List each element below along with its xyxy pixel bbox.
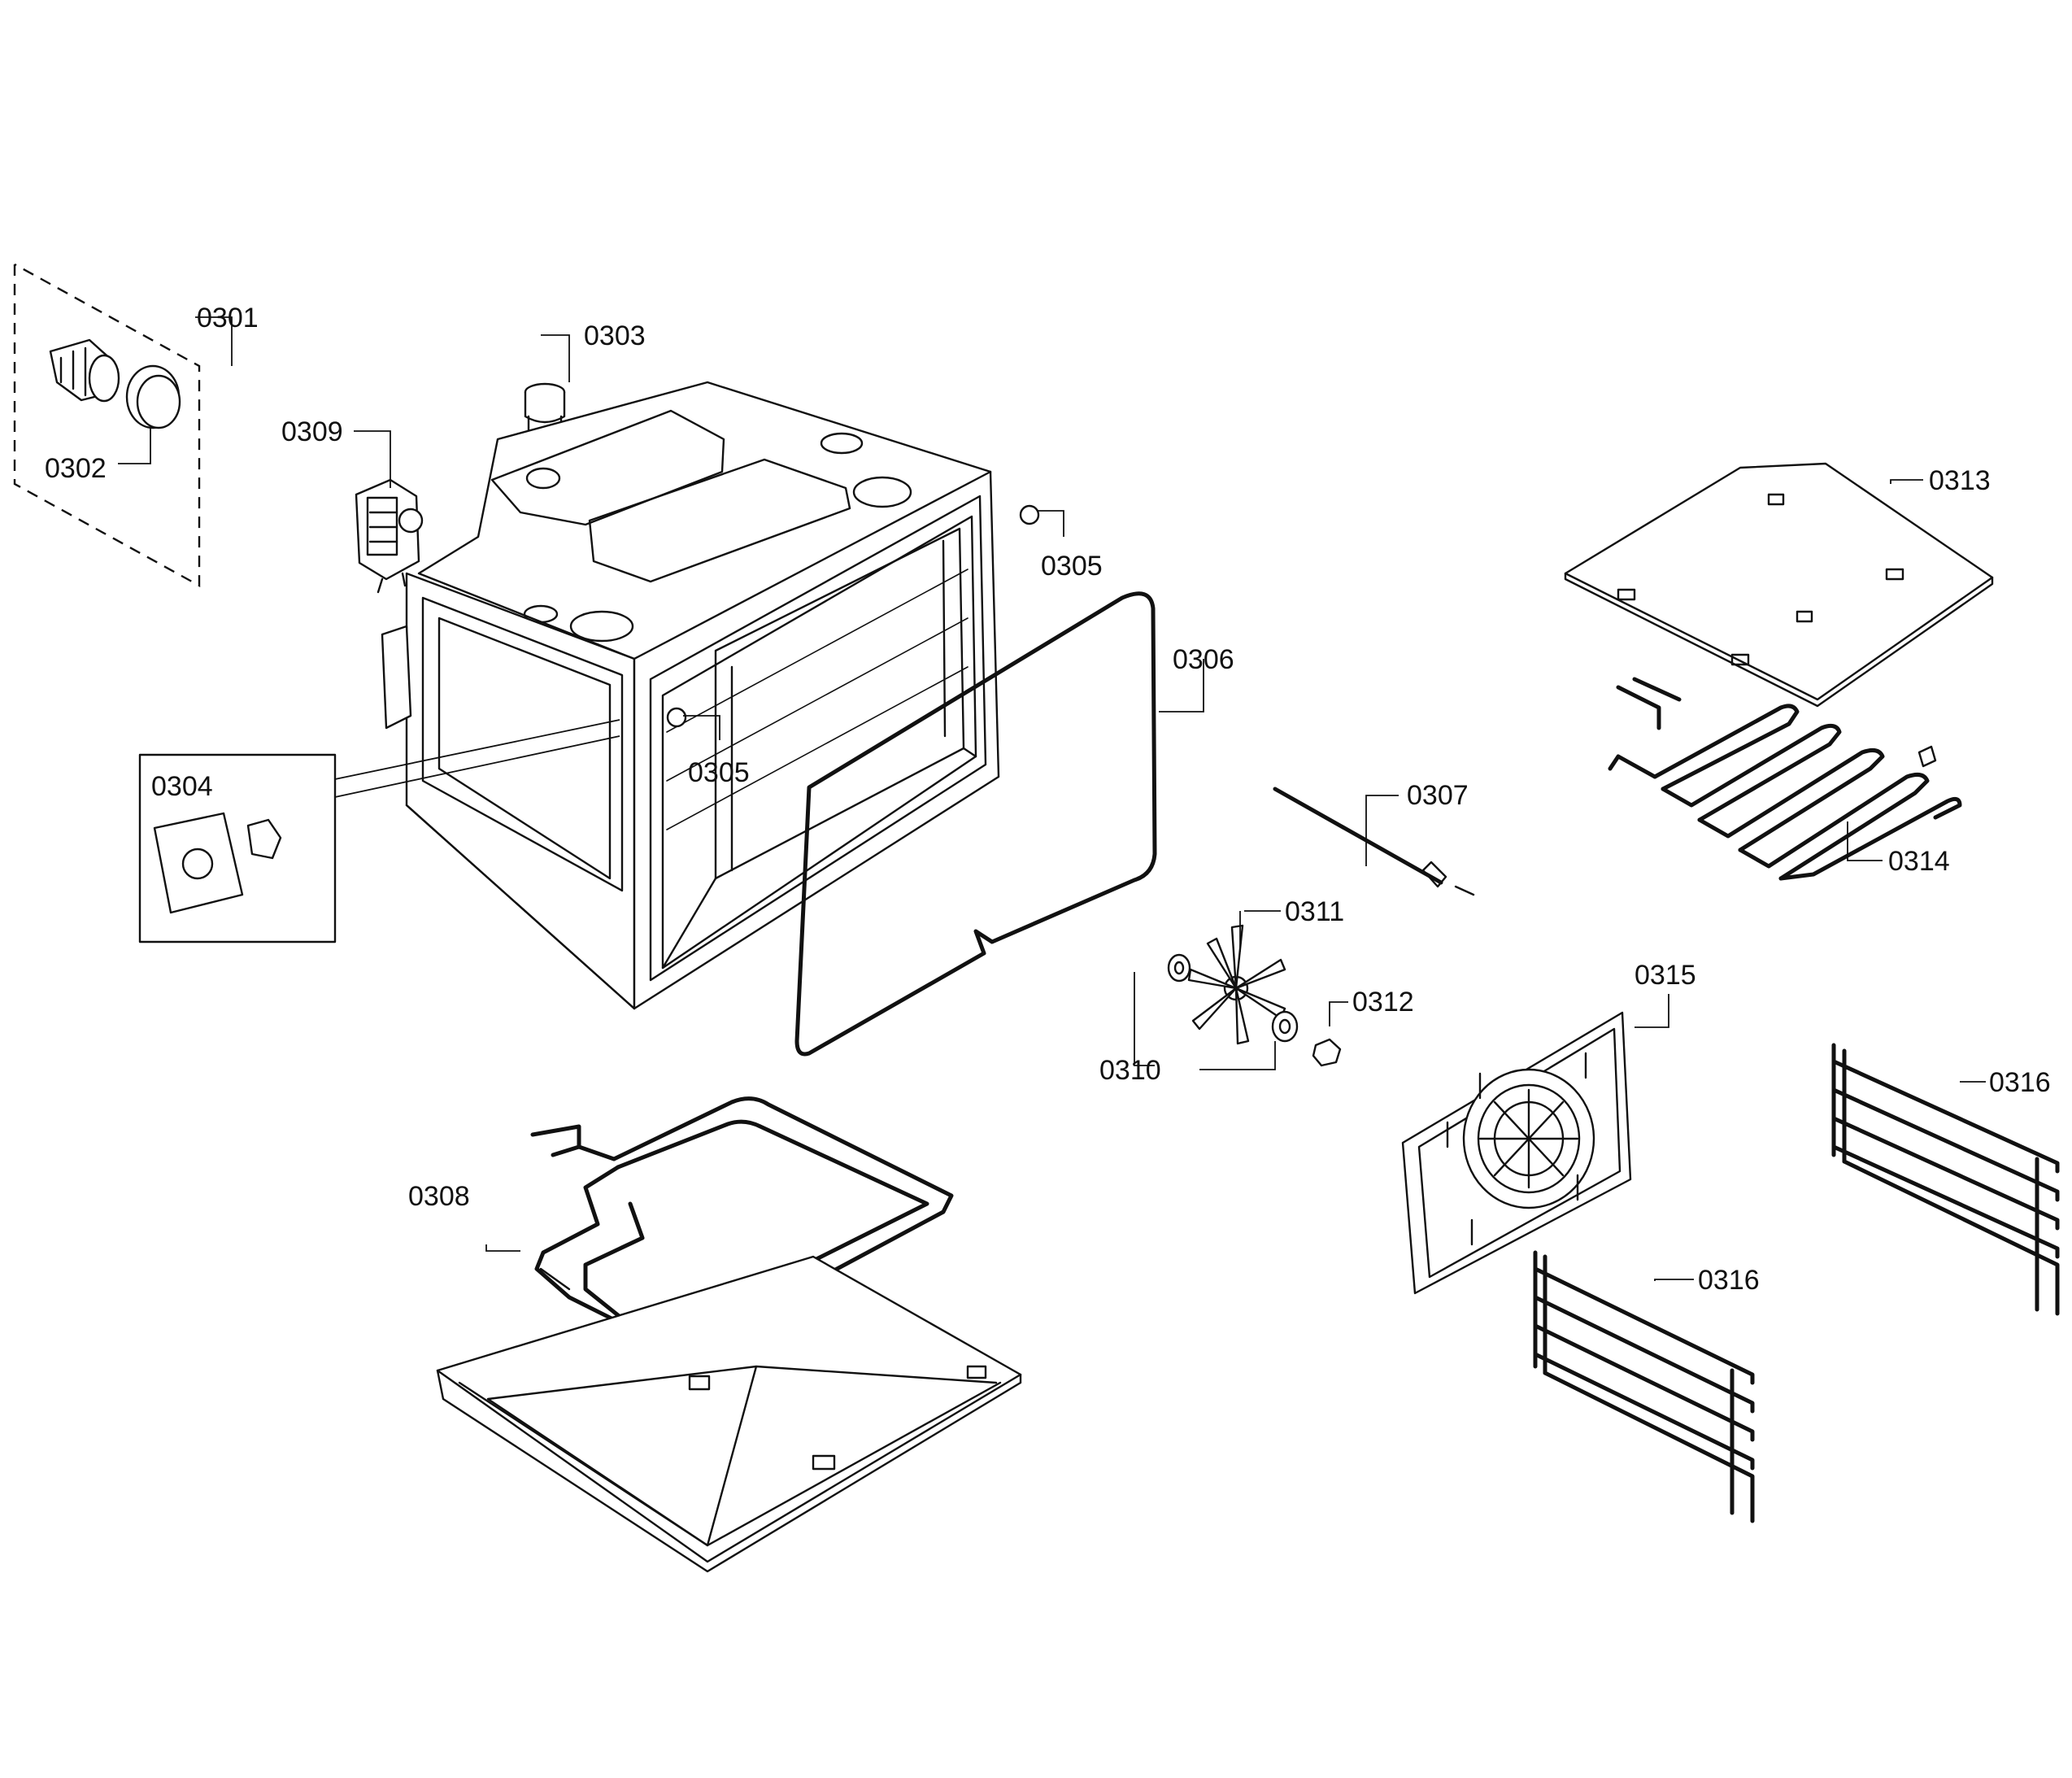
lamp-socket-part [49, 338, 120, 403]
callout-0303: 0303 [584, 320, 646, 351]
oven-bottom-panel-part [436, 1255, 1022, 1573]
callout-0301: 0301 [197, 303, 259, 333]
convection-fan-blade-part [1187, 924, 1286, 1045]
fan-cap-nut-part [1312, 1038, 1342, 1067]
callout-0302: 0302 [45, 453, 107, 484]
callout-0307: 0307 [1407, 780, 1469, 811]
leader-lines [118, 316, 1986, 1281]
callout-0311: 0311 [1285, 896, 1344, 927]
convection-motor-part [355, 478, 424, 594]
callout-0314: 0314 [1888, 846, 1950, 877]
callout-0306: 0306 [1173, 644, 1234, 675]
fan-washer-part [1167, 953, 1191, 983]
callout-0308: 0308 [408, 1181, 470, 1212]
lamp-cover-plate-part [153, 812, 282, 914]
rack-support-left-part [1533, 1250, 1755, 1523]
callout-labels: 0301 0302 0303 0304 0305 0305 0306 0307 … [45, 303, 2051, 1296]
broil-element-part [1608, 677, 1962, 881]
rack-support-right-part [1831, 1043, 2060, 1316]
callout-0312: 0312 [1352, 987, 1414, 1018]
callout-0309: 0309 [281, 416, 343, 447]
fan-nut-part [1271, 1010, 1299, 1043]
callout-0304: 0304 [151, 771, 213, 802]
door-gasket-part [794, 591, 1157, 1057]
lamp-cover-inset-group [138, 719, 620, 943]
callout-0313: 0313 [1929, 465, 1991, 496]
lamp-lens-part [125, 364, 181, 429]
callout-0310: 0310 [1099, 1055, 1161, 1086]
callout-0305-front: 0305 [688, 757, 750, 788]
convection-back-panel-part [1401, 1011, 1632, 1295]
lamp-assembly-group [13, 263, 201, 588]
callout-0316-right: 0316 [1989, 1067, 2051, 1098]
temperature-sensor-part [1273, 787, 1475, 896]
callout-0316-left: 0316 [1698, 1265, 1760, 1296]
top-heat-shield-part [1564, 462, 1994, 708]
bake-element-part [530, 1096, 954, 1377]
callout-0305-top: 0305 [1041, 551, 1103, 582]
oven-cavity-part [381, 381, 1040, 1010]
callout-0315: 0315 [1635, 960, 1696, 991]
